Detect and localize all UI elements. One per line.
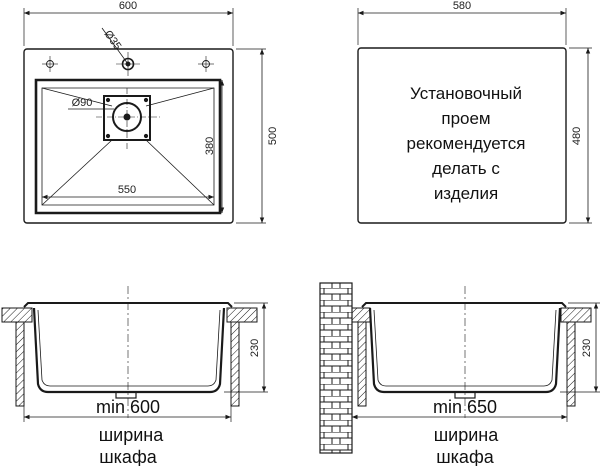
right-depth-230-label: 230 bbox=[581, 339, 593, 357]
brick-wall bbox=[319, 282, 353, 454]
cutout-note-line-4: делать с bbox=[432, 159, 500, 178]
section-left bbox=[1, 286, 268, 422]
width-600-label: 600 bbox=[119, 0, 137, 12]
cutout-note-line-3: рекомендуется bbox=[407, 134, 526, 153]
bowl-550-label: 550 bbox=[118, 184, 136, 196]
section-right-labels: 230 min 650 ширина шкафа bbox=[433, 339, 593, 466]
width-580-label: 580 bbox=[453, 0, 471, 12]
cutout-labels: 580 480 Установочный проем рекомендуется… bbox=[407, 0, 583, 203]
height-480-label: 480 bbox=[571, 127, 583, 145]
left-caption-line-1: ширина bbox=[99, 425, 165, 445]
height-500-label: 500 bbox=[267, 127, 279, 145]
cutout-note-line-2: проем bbox=[441, 109, 490, 128]
sink-top-view bbox=[23, 8, 266, 224]
right-caption-line-1: ширина bbox=[434, 425, 500, 445]
depth-380-label: 380 bbox=[204, 137, 216, 155]
right-caption-line-2: шкафа bbox=[436, 447, 495, 466]
left-min-width-label: min 600 bbox=[96, 397, 160, 417]
cutout-note-line-1: Установочный bbox=[410, 84, 522, 103]
cutout-view bbox=[357, 8, 592, 224]
right-min-width-label: min 650 bbox=[433, 397, 497, 417]
section-left-labels: 230 min 600 ширина шкафа bbox=[96, 339, 261, 466]
section-right bbox=[319, 282, 600, 454]
left-caption-line-2: шкафа bbox=[99, 447, 158, 466]
left-depth-230-label: 230 bbox=[249, 339, 261, 357]
cutout-note-line-5: изделия bbox=[434, 184, 498, 203]
drain-label: Ø90 bbox=[72, 97, 93, 109]
